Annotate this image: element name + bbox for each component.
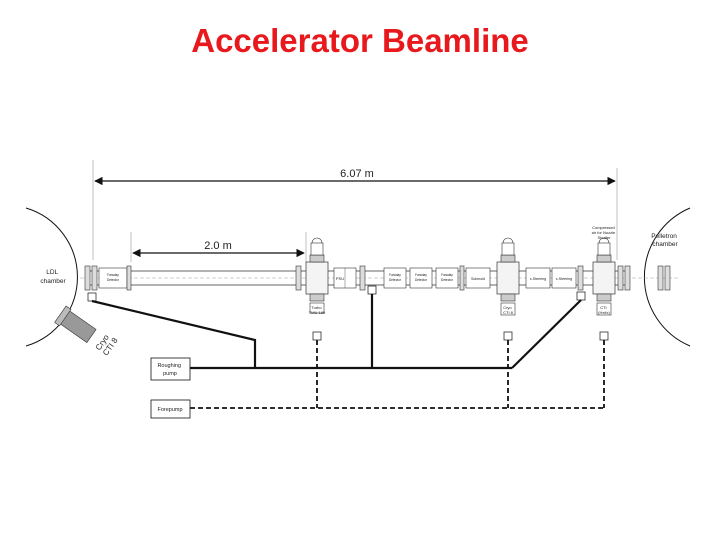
section-length-label: 2.0 m: [204, 240, 232, 252]
roughing-pump-label-1: Roughing: [157, 363, 181, 369]
cryo-left: [54, 305, 97, 344]
compressed-air-label-1: Compressed: [592, 225, 615, 230]
dimension-section: 2.0 m: [130, 232, 307, 262]
detector-label-3: Detector: [415, 278, 428, 282]
mid-cross: Cryo CTI 8: [496, 237, 520, 316]
left-cross: Turbo TMU 180: [305, 237, 329, 315]
compressed-air-label-3: Shutter: [598, 235, 612, 240]
compressed-air-label-2: air for Nozzle: [592, 230, 616, 235]
cryo-mid-label-1: Cryo: [503, 305, 512, 310]
valves: [87, 285, 609, 341]
turbo-left-label-2: TMU 180: [309, 310, 326, 315]
cryo-right-label-1: CTI: [600, 305, 606, 310]
svg-text:Pelletron chamber: Pelletron chamber: [651, 233, 678, 248]
right-cross: CTI (Helix) Compressed air for Nozzle Sh…: [592, 225, 617, 316]
faraday-label-3: Faraday: [415, 273, 427, 277]
svg-text:Roughing pump: Roughing pump: [157, 363, 182, 377]
turbo-left-label-1: Turbo: [311, 305, 322, 310]
steering-label-1: x-Steering: [530, 277, 546, 281]
psu-label: PSU: [336, 276, 344, 281]
svg-text:Turbo TMU 180: Turbo TMU 180: [309, 305, 326, 315]
svg-text:Compressed air for Nozzl: Compressed air for Nozzle Shutter: [592, 225, 617, 240]
faraday-label-4: Faraday: [441, 273, 453, 277]
faraday-label-2: Faraday: [389, 273, 401, 277]
detector-label-1: Detector: [107, 278, 120, 282]
roughing-pump-box: Roughing pump: [150, 357, 191, 381]
total-length-label: 6.07 m: [340, 168, 374, 180]
ldl-chamber: LDL chamber: [25, 207, 78, 347]
dimension-total: 6.07 m: [92, 160, 618, 260]
svg-text:Cryo CTI 8: Cryo CTI 8: [94, 331, 120, 358]
beam-pipe: [80, 265, 680, 291]
ldl-chamber-label-1: LDL: [46, 269, 58, 276]
pelletron-chamber-label-2: chamber: [652, 241, 678, 248]
ldl-chamber-label-2: chamber: [40, 278, 66, 285]
svg-text:LDL chamber: LDL chamber: [40, 269, 66, 285]
svg-text:Cryo CTI 8: Cryo CTI 8: [503, 305, 514, 315]
roughing-pump-label-2: pump: [163, 371, 177, 377]
svg-text:CTI (Helix): CTI (Helix): [598, 305, 610, 315]
solenoid-label: Solenoid: [471, 277, 485, 281]
pelletron-chamber-label-1: Pelletron: [651, 233, 677, 240]
faraday-label-1: Faraday: [107, 273, 119, 277]
detector-label-2: Detector: [389, 278, 402, 282]
slide-title: Accelerator Beamline: [191, 22, 529, 59]
pipe-labels: Faraday Detector PSU Faraday Detector Fa…: [107, 273, 572, 282]
steering-label-2: x-Steering: [556, 277, 572, 281]
forepump-label: Forepump: [157, 407, 182, 413]
roughing-lines: [91, 294, 582, 370]
forepump-box: Forepump: [150, 399, 191, 419]
cryo-right-label-2: (Helix): [598, 310, 610, 315]
cryo-mid-label-2: CTI 8: [503, 310, 514, 315]
detector-label-4: Detector: [441, 278, 454, 282]
pelletron-chamber: Pelletron chamber: [643, 207, 691, 347]
forepump-lines: [190, 340, 605, 409]
